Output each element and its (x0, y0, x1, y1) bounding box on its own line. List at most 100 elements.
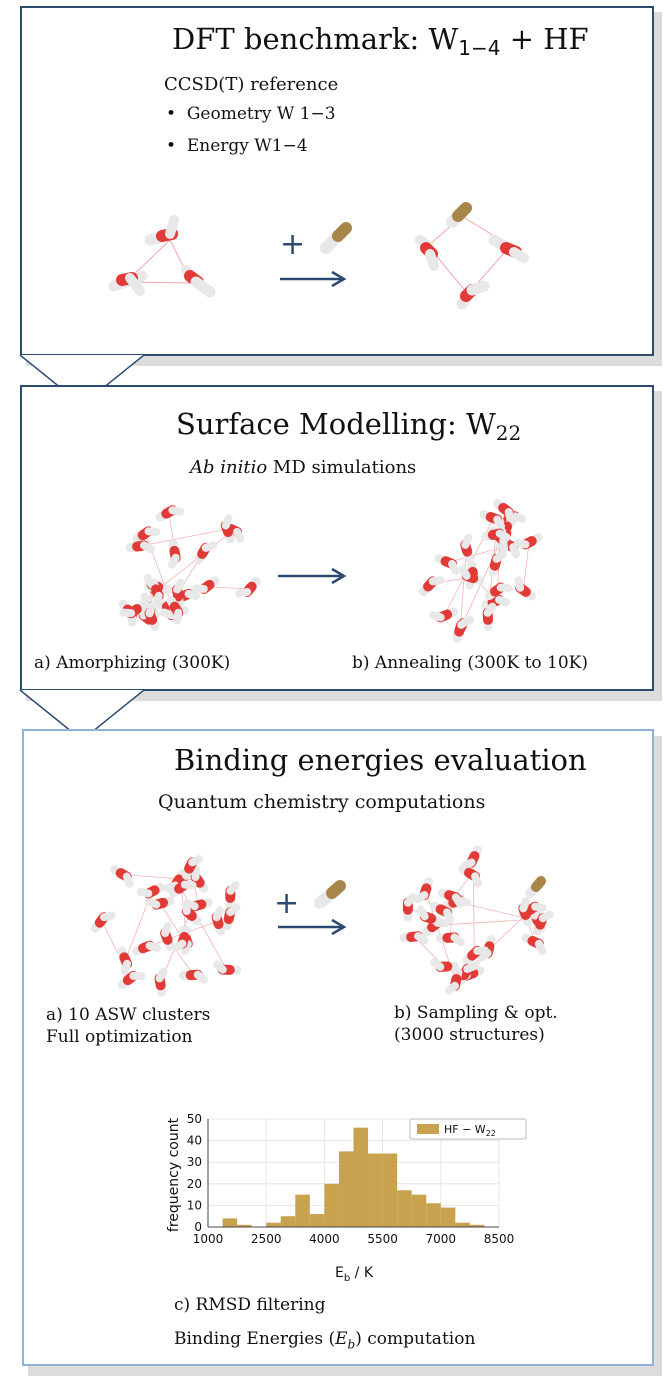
water-molecule (125, 540, 155, 554)
water-molecule (212, 960, 242, 975)
asw-cluster-with-hf (399, 845, 554, 995)
legend-label: HF − W22 (444, 1123, 496, 1138)
hydrogen-bond (459, 548, 467, 629)
sampling-arrow (278, 918, 347, 936)
water-molecule (452, 616, 472, 643)
x-tick-label: 4000 (309, 1232, 340, 1246)
water-molecule (172, 578, 185, 608)
legend-swatch (417, 1124, 439, 1134)
subtitle-italic: Ab initio (190, 457, 268, 478)
x-tick-label: 5500 (367, 1232, 398, 1246)
histogram-bar (280, 1216, 296, 1227)
water-molecule (481, 528, 511, 542)
title-text: Surface Modelling: W (176, 407, 496, 441)
bullet-energy: • Energy W1−4 (166, 136, 308, 156)
hydrogen-bond (139, 528, 228, 547)
water-molecule (435, 932, 465, 947)
histogram-bar (324, 1183, 339, 1227)
panel-3-title: Binding energies evaluation (174, 743, 587, 777)
water-molecule (148, 578, 164, 608)
water-molecule (458, 565, 485, 586)
water-molecule (413, 877, 433, 904)
histogram-bar (309, 1214, 325, 1227)
bullet-geometry: • Geometry W 1−3 (166, 104, 336, 124)
panel-1-title: DFT benchmark: W1−4 + HF (172, 22, 589, 60)
hf-molecule (525, 876, 546, 898)
y-tick-label: 0 (194, 1220, 202, 1234)
panel-1-molecules: + (108, 202, 529, 310)
panel-2-clusters (118, 499, 543, 643)
panel-3-clusters: + (90, 845, 554, 997)
hydrogen-bond (523, 542, 530, 591)
water-molecule (484, 582, 513, 601)
water-molecule (110, 865, 134, 888)
ccsdt-reference-label: CCSD(T) reference (164, 74, 339, 95)
water-molecule (430, 958, 459, 972)
x-tick-label: 1000 (193, 1232, 224, 1246)
title-text: DFT benchmark: W (172, 22, 459, 56)
histogram-bar (353, 1127, 369, 1227)
water-molecule (481, 594, 511, 610)
hydrogen-bond (177, 881, 228, 970)
water-molecule (416, 905, 443, 926)
water-molecule (183, 898, 213, 912)
hydrogen-bond (465, 908, 533, 973)
water-molecule (154, 967, 168, 997)
title-subscript: 22 (495, 421, 522, 445)
histogram-legend: HF − W22 (409, 1118, 527, 1140)
y-tick-label: 40 (187, 1134, 202, 1148)
asw-cluster (90, 855, 242, 997)
water-molecule (434, 554, 460, 575)
water-molecule (220, 514, 235, 544)
histogram-bar (455, 1222, 470, 1227)
water-molecule (171, 925, 191, 953)
label-d-var: E (335, 1329, 348, 1349)
water-molecule (514, 576, 536, 601)
water-cluster-amorphous (118, 505, 261, 631)
water-molecule (132, 940, 162, 956)
water-molecule (194, 541, 218, 565)
water-molecule (429, 607, 459, 623)
reaction-arrow (280, 270, 347, 288)
water-molecule (166, 596, 184, 625)
water-molecule (144, 601, 160, 631)
water-molecule (160, 921, 175, 951)
plus-sign: + (280, 227, 305, 262)
histogram-bar (382, 1153, 398, 1227)
y-tick-label: 20 (187, 1177, 202, 1191)
water-molecule (132, 526, 161, 544)
water-molecule (90, 911, 116, 933)
histogram-bar (469, 1224, 485, 1227)
y-tick-label: 50 (187, 1112, 202, 1126)
water-molecule (462, 945, 490, 965)
label-binding-energy-computation: Binding Energies (Eb) computation (174, 1329, 475, 1351)
panel-2-title: Surface Modelling: W22 (176, 407, 521, 445)
title-subscript: 1−4 (458, 36, 501, 60)
histogram-bar (397, 1190, 412, 1227)
hf-water-product (415, 202, 529, 310)
histogram-bar (440, 1207, 456, 1227)
water-molecule (418, 576, 445, 597)
histogram-bar (222, 1218, 238, 1227)
water-molecule (402, 892, 417, 922)
label-structures: (3000 structures) (394, 1025, 545, 1045)
water-molecule (117, 970, 146, 989)
label-sampling: b) Sampling & opt. (394, 1003, 558, 1023)
water-molecule (181, 899, 202, 926)
water-molecule (460, 533, 474, 563)
water-molecule (437, 888, 465, 908)
water-molecule (222, 903, 241, 931)
water-molecule (225, 880, 240, 910)
histogram-bar (368, 1153, 383, 1227)
histogram-bars (222, 1127, 485, 1227)
panel-3-subtitle: Quantum chemistry computations (158, 791, 486, 813)
water-molecule (145, 896, 175, 910)
water-molecule (136, 882, 166, 899)
hydrogen-bond (159, 903, 184, 941)
bullet-energy-text: Energy W1−4 (186, 136, 308, 156)
water-molecule (479, 510, 506, 531)
x-axis-label: Eb / K (335, 1265, 374, 1284)
water-molecule (168, 879, 197, 898)
